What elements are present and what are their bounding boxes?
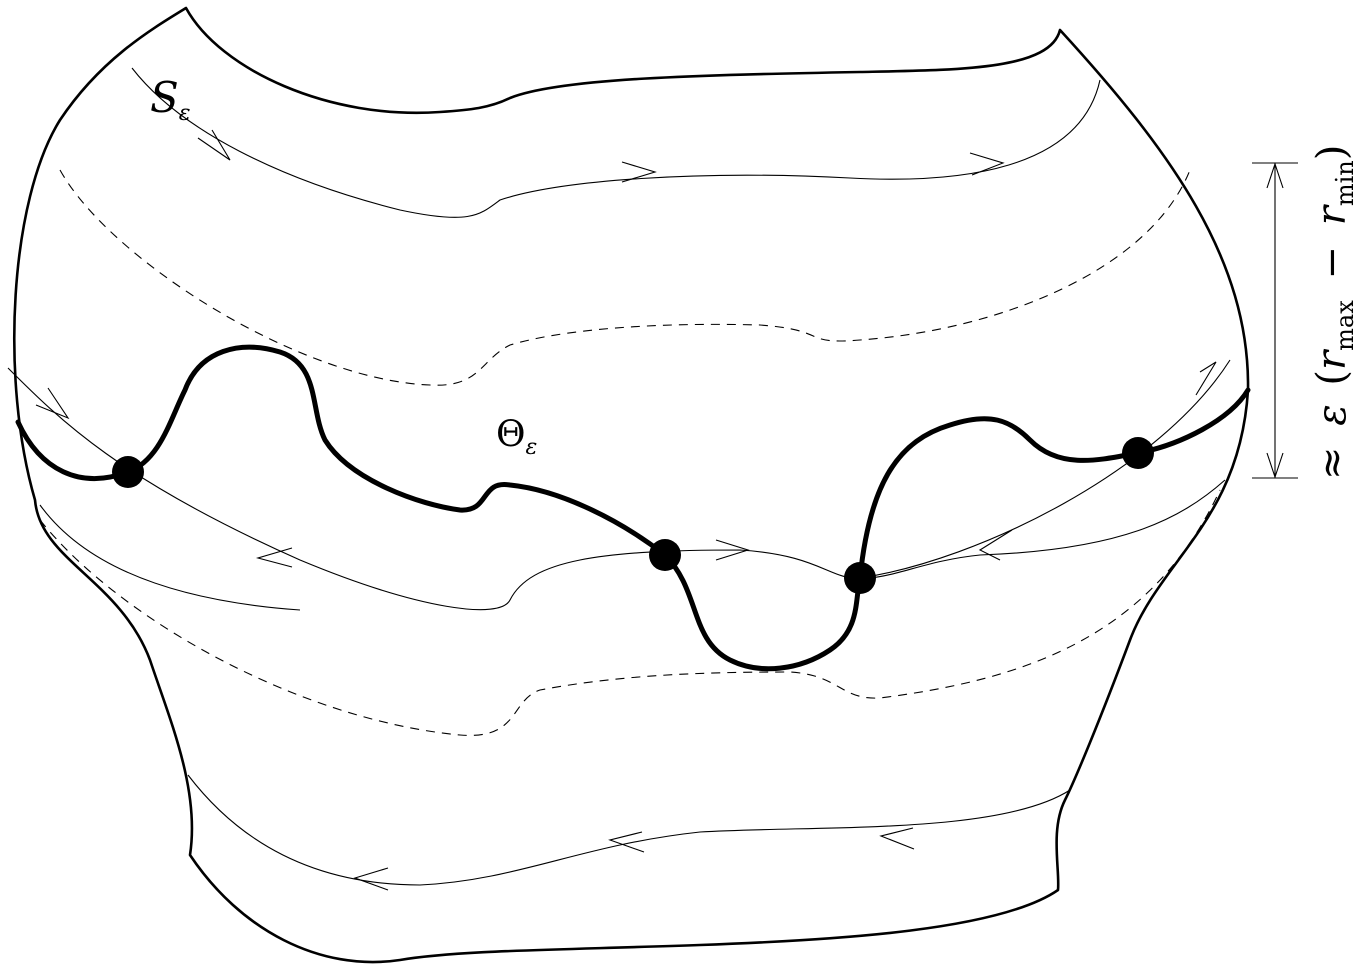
dimension-r1: r — [1309, 348, 1355, 370]
flow-line-bottom — [187, 774, 1071, 886]
arrowhead-1 — [197, 129, 231, 161]
arrowhead-10 — [879, 827, 915, 850]
dimension-approx: ≈ — [1309, 446, 1355, 480]
dimension-open-paren: ( — [1309, 370, 1355, 386]
theta-curve — [15, 344, 1251, 672]
dimension-r2: r — [1309, 203, 1355, 225]
arrowhead-8 — [1195, 361, 1217, 396]
surface-label: Sε — [150, 73, 191, 126]
surface-boundary — [12, 6, 1250, 964]
surface-label-main: S — [150, 73, 179, 122]
flow-line-right — [869, 479, 1226, 579]
arrowhead-6 — [715, 539, 750, 561]
dimension-eps: ε — [1309, 404, 1355, 425]
arrowhead-5 — [255, 547, 293, 568]
svg-text:≈ ε (rmax −: ≈ ε (rmax − rmin) — [1309, 145, 1363, 480]
flow-line-top — [131, 67, 1101, 218]
marked-point-2 — [649, 539, 681, 571]
flow-line-middle — [7, 359, 1231, 611]
curve-label-subscript: ε — [526, 435, 538, 460]
dimension-close-paren: ) — [1309, 145, 1355, 161]
arrowhead-3 — [969, 152, 1005, 176]
marked-point-4 — [1122, 437, 1154, 469]
flow-line-lower — [39, 504, 301, 611]
arrowhead-11 — [353, 867, 389, 891]
curve-label: Θε — [496, 414, 537, 460]
dimension-sub1: max — [1331, 300, 1359, 351]
surface-label-subscript: ε — [179, 101, 191, 126]
dimension-arrow-down — [1266, 452, 1284, 479]
arrowhead-2 — [621, 161, 657, 183]
dashed-curve-lower — [39, 489, 1221, 736]
dimension-arrow-up — [1266, 162, 1284, 189]
dimension-label: ≈ ε (rmax − rmin) — [1309, 145, 1363, 480]
marked-point-1 — [112, 456, 144, 488]
marked-point-3 — [844, 562, 876, 594]
arrowhead-7 — [978, 529, 1013, 561]
dimension-minus: − — [1309, 246, 1355, 280]
dimension-sub2: min — [1331, 160, 1359, 206]
dashed-curve-upper — [59, 169, 1191, 386]
arrowhead-4 — [35, 387, 70, 420]
curve-label-main: Θ — [496, 414, 526, 455]
arrowhead-9 — [608, 831, 645, 853]
